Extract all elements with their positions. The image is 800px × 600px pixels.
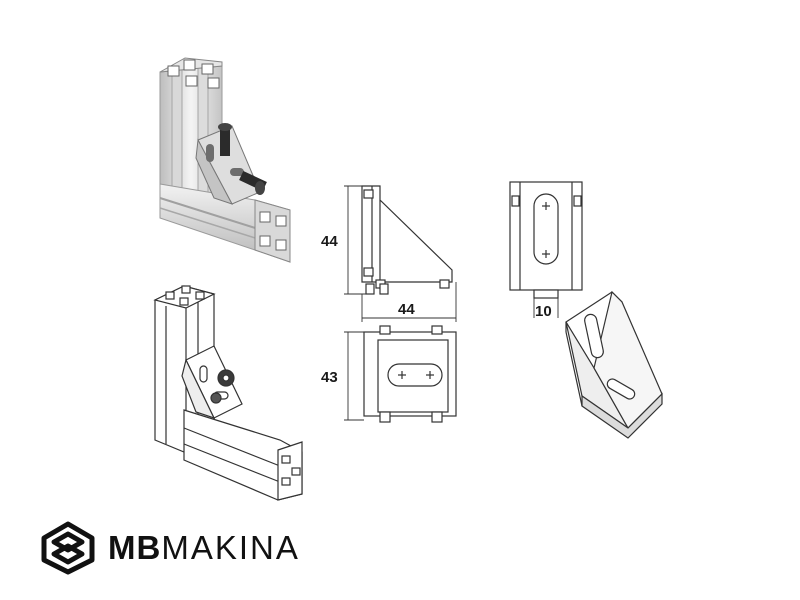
brand-logo: MBMAKINA [40,520,300,576]
brand-name-bold: MB [108,529,162,566]
dim-side-width: 44 [398,301,415,318]
dim-side-height: 44 [321,233,338,250]
assembly-render-photo [159,57,291,263]
front-view-drawing [509,181,583,299]
dim-back-thickness: 10 [535,303,552,320]
dimension-lines-top [344,331,364,421]
top-view-drawing [363,325,457,423]
dimension-lines-side [344,185,457,322]
side-view-drawing [361,185,453,295]
bracket-isometric-drawing [565,290,663,439]
assembly-line-drawing [153,285,303,501]
dimension-lines-front [533,298,559,318]
mb-monogram-icon [41,521,95,575]
brand-name: MBMAKINA [108,529,300,567]
brand-name-light: MAKINA [161,529,300,566]
dim-top-depth: 43 [321,369,338,386]
